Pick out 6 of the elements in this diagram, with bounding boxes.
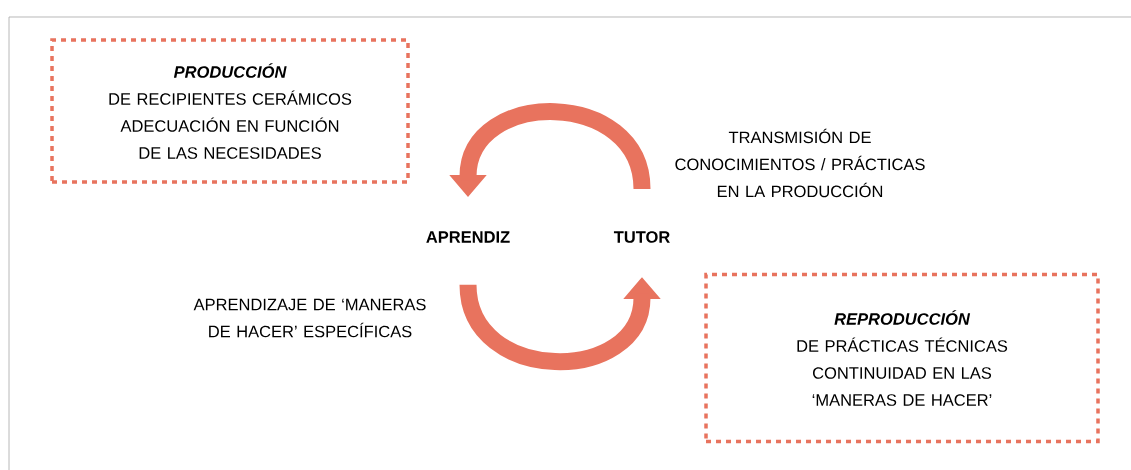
edge-label: TRANSMISIÓN DE CONOCIMIENTOS / PRÁCTICAS EN LA PRODUCCIÓN xyxy=(675,128,925,198)
dashed-box: REPRODUCCIÓN DE PRÁCTICAS TÉCNICAS CONTINUIDAD EN LAS ‘MANERAS DE HACER’ xyxy=(704,272,1100,444)
role-label: APRENDIZ xyxy=(426,231,510,243)
role-label: TUTOR xyxy=(613,231,670,243)
dashed-box: PRODUCCIÓN DE RECIPIENTES CERÁMICOS ADECUACIÓN EN FUNCIÓN DE LAS NECESIDADES xyxy=(50,38,410,184)
edge-label: APRENDIZAJE DE ‘MANERAS DE HACER’ ESPECÍFICAS xyxy=(193,298,426,338)
